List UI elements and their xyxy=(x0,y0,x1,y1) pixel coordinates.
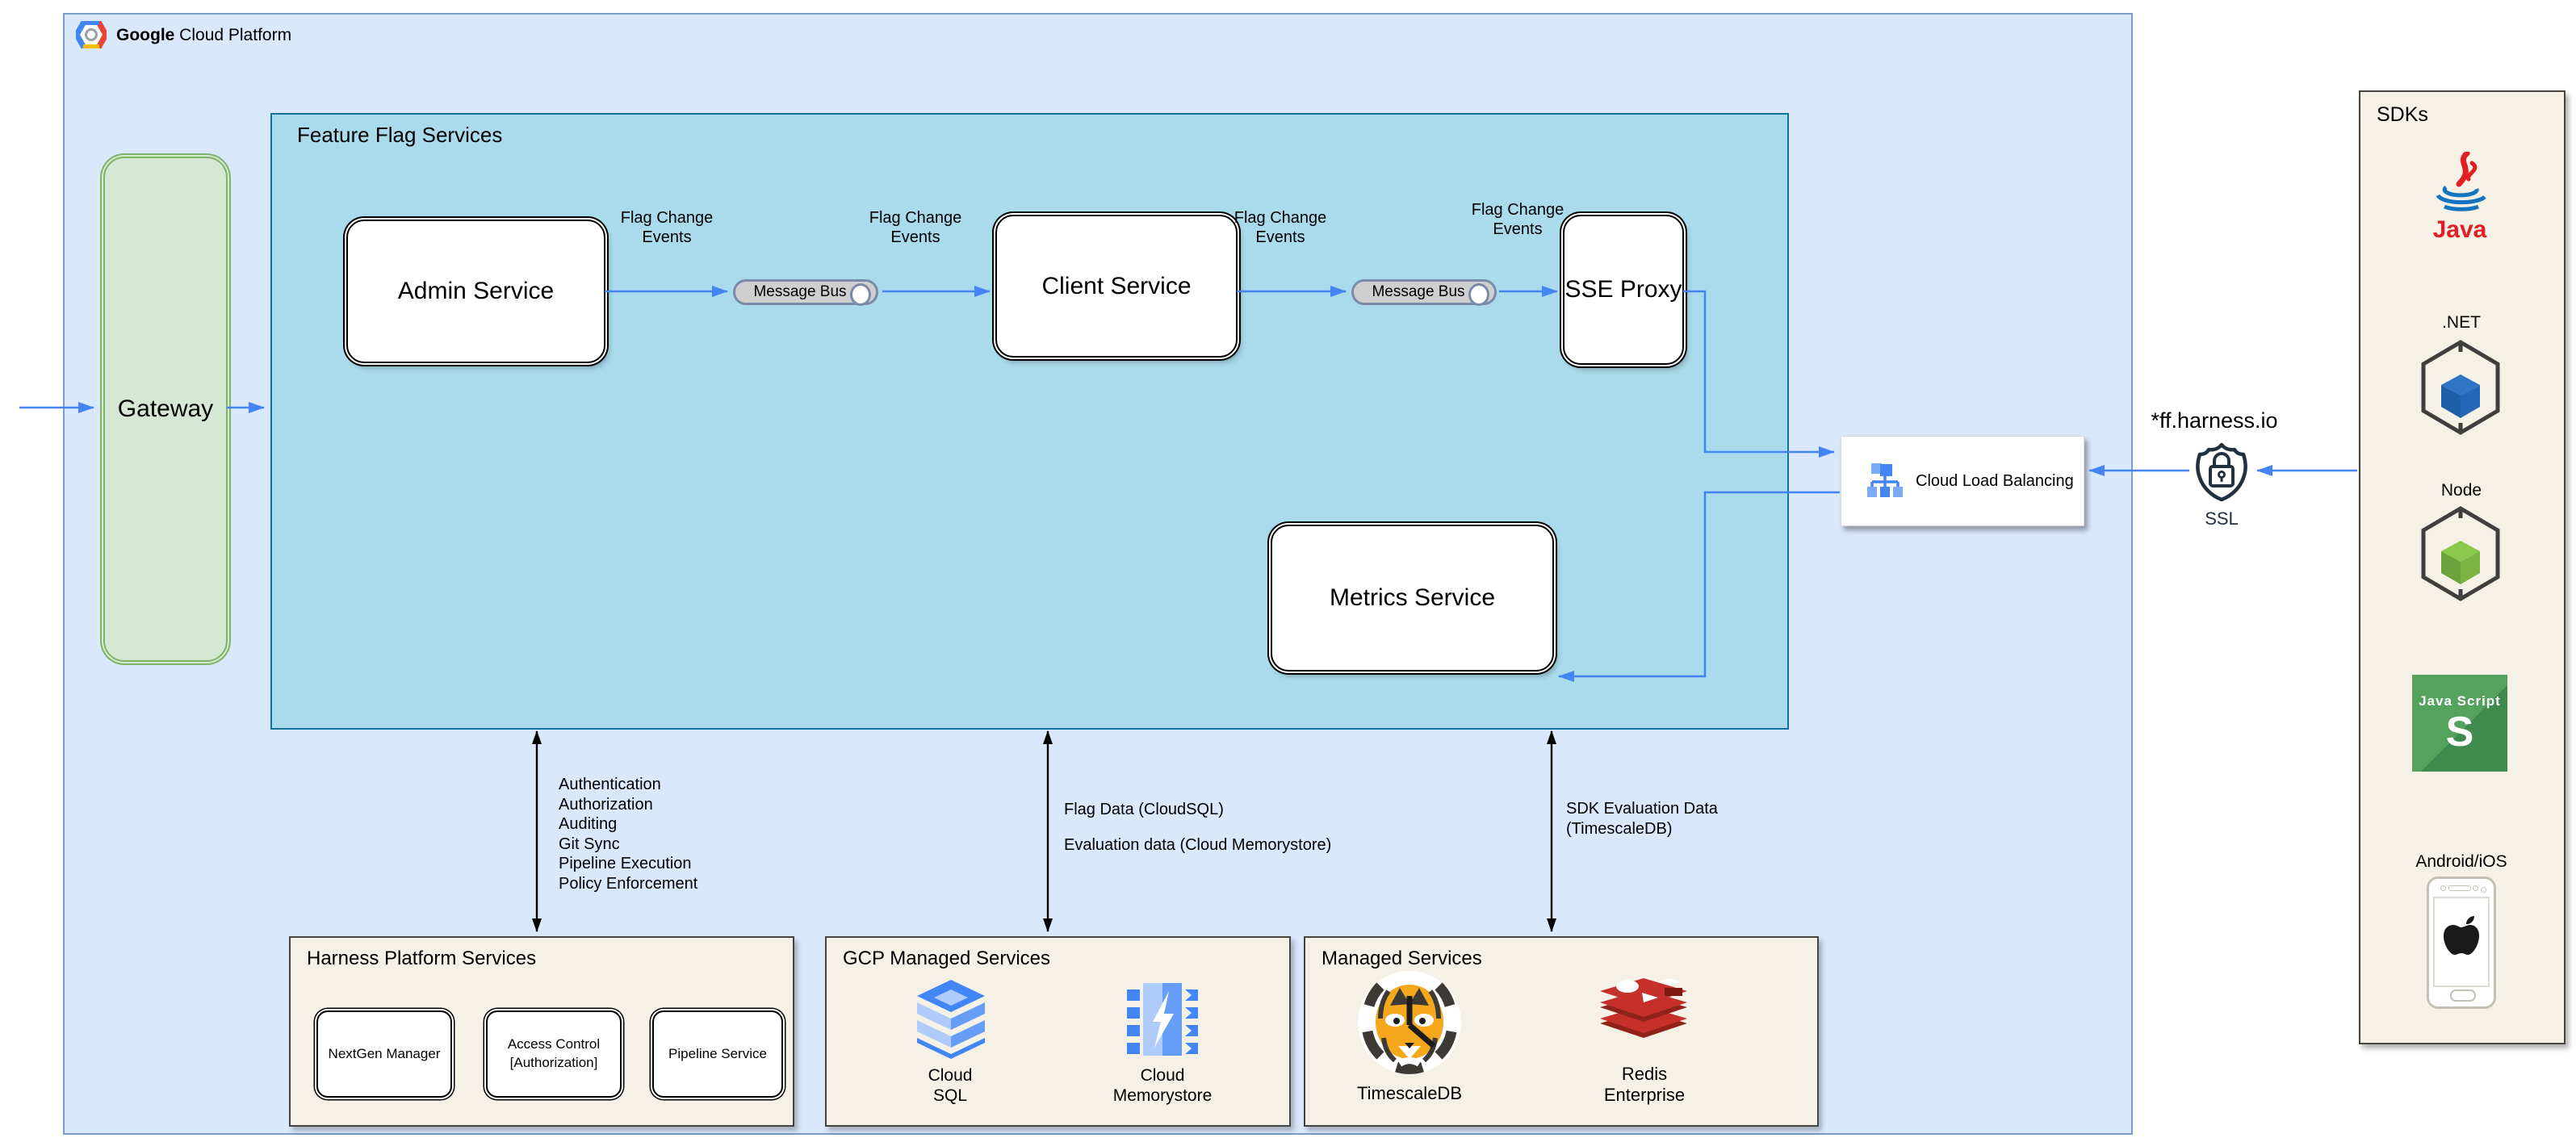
annotation-line: SDK Evaluation Data xyxy=(1566,800,1718,818)
annotation-line: (TimescaleDB) xyxy=(1566,820,1673,838)
sdks-title: SDKs xyxy=(2377,103,2428,126)
client-service-label: Client Service xyxy=(1041,272,1192,299)
admin-service-node: Admin Service xyxy=(346,220,605,363)
annotation-line: Pipeline Execution xyxy=(559,855,692,872)
phone-home-button-icon xyxy=(2450,989,2476,1002)
node-cube-icon xyxy=(2421,506,2500,601)
cloud-load-balancing-node: Cloud Load Balancing xyxy=(1841,436,2084,526)
annotation-line: Git Sync xyxy=(559,835,620,853)
label-line: Redis xyxy=(1621,1064,1668,1084)
load-balancer-tree-icon xyxy=(1867,463,1903,497)
sdk-evaluation-annotation: SDK Evaluation Data (TimescaleDB) xyxy=(1566,799,1718,839)
pipeline-service-node: Pipeline Service xyxy=(652,1010,783,1098)
gcp-title-rest: Cloud Platform xyxy=(174,26,292,44)
label-line: SQL xyxy=(932,1086,968,1105)
message-bus-1-label: Message Bus xyxy=(753,283,847,300)
redis-stack-icon xyxy=(1600,978,1687,1038)
annotation-line: Authorization xyxy=(559,795,653,814)
harness-annotation-list: Authentication Authorization Auditing Gi… xyxy=(559,775,697,893)
phone-speaker-icon xyxy=(2448,885,2471,891)
timescaledb-tiger-icon xyxy=(1358,971,1461,1074)
node-label: Node xyxy=(2440,481,2482,500)
sse-proxy-node: SSE Proxy xyxy=(1563,215,1684,365)
evaluation-data-annotation: Evaluation data (Cloud Memorystore) xyxy=(1064,836,1332,854)
ssl-shield-lock-icon xyxy=(2196,442,2247,502)
cloud-memorystore-label: Cloud Memorystore xyxy=(1098,1065,1227,1106)
access-control-label: Access Control [Authorization] xyxy=(507,1036,601,1070)
redis-enterprise-label: Redis Enterprise xyxy=(1580,1064,1709,1106)
timescaledb-label: TimescaleDB xyxy=(1357,1083,1462,1103)
annotation-line: Auditing xyxy=(559,815,618,833)
javascript-letter: S xyxy=(2445,709,2474,755)
cylinder-cap-icon xyxy=(1468,283,1489,306)
feature-flag-services-title: Feature Flag Services xyxy=(297,123,503,147)
flag-data-annotation: Flag Data (CloudSQL) xyxy=(1064,801,1224,818)
client-service-node: Client Service xyxy=(995,215,1238,358)
flag-change-events-label-2: Flag Change Events xyxy=(869,209,962,246)
nextgen-manager-label: NextGen Manager xyxy=(328,1045,441,1061)
label-line: Cloud xyxy=(928,1066,973,1085)
gateway-label: Gateway xyxy=(117,395,214,422)
smartphone-icon xyxy=(2427,877,2496,1009)
phone-camera-icon xyxy=(2440,885,2446,891)
annotation-line: Authentication xyxy=(559,776,661,793)
android-ios-label: Android/iOS xyxy=(2415,852,2507,871)
dotnet-cube-icon xyxy=(2421,340,2500,435)
pipeline-service-label: Pipeline Service xyxy=(668,1045,767,1061)
ssl-label: SSL xyxy=(2205,508,2239,529)
gateway-node: Gateway xyxy=(103,157,228,662)
message-bus-1: Message Bus xyxy=(733,279,878,306)
metrics-service-node: Metrics Service xyxy=(1271,525,1554,672)
metrics-service-label: Metrics Service xyxy=(1329,584,1496,611)
cloud-memorystore-icon xyxy=(1127,983,1198,1056)
annotation-line: Policy Enforcement xyxy=(559,874,698,893)
flag-change-events-label-4: Flag Change Events xyxy=(1471,201,1564,238)
phone-sensor-icon xyxy=(2473,885,2478,891)
sse-proxy-label: SSE Proxy xyxy=(1564,276,1682,303)
gcp-title-bold: Google xyxy=(116,26,175,44)
phone-sensor-icon xyxy=(2481,887,2486,893)
javascript-wordmark: Java Script xyxy=(2419,693,2501,709)
cloud-sql-icon xyxy=(917,980,985,1059)
flag-change-events-label-3: Flag Change Events xyxy=(1234,209,1327,246)
harness-platform-services-title: Harness Platform Services xyxy=(307,948,537,969)
apple-logo-icon xyxy=(2444,916,2479,955)
cloud-sql-label: Cloud SQL xyxy=(898,1065,1003,1106)
access-control-node: Access Control [Authorization] xyxy=(486,1010,622,1098)
admin-service-label: Admin Service xyxy=(397,278,555,304)
label-line: Cloud xyxy=(1140,1066,1185,1085)
message-bus-2: Message Bus xyxy=(1351,279,1497,306)
phone-screen xyxy=(2433,897,2490,987)
message-bus-2-label: Message Bus xyxy=(1372,283,1465,300)
dotnet-label: .NET xyxy=(2442,313,2481,332)
gcp-managed-services-title: GCP Managed Services xyxy=(843,948,1051,969)
flag-change-events-label-1: Flag Change Events xyxy=(620,209,714,246)
google-cloud-logo-icon xyxy=(76,21,107,48)
managed-services-title: Managed Services xyxy=(1322,948,1482,969)
gcp-panel-title: Google Cloud Platform xyxy=(116,26,291,45)
label-line: Memorystore xyxy=(1112,1086,1213,1105)
cloud-load-balancing-label: Cloud Load Balancing xyxy=(1916,471,2074,490)
cylinder-cap-icon xyxy=(850,283,871,306)
javascript-tile-icon: Java Script S xyxy=(2412,675,2507,772)
java-wordmark: Java xyxy=(2432,216,2487,243)
gcp-managed-services-group xyxy=(825,936,1291,1127)
label-line: Enterprise xyxy=(1603,1085,1686,1105)
harness-domain-label: *ff.harness.io xyxy=(2151,408,2278,433)
java-logo-icon xyxy=(2436,152,2486,211)
nextgen-manager-node: NextGen Manager xyxy=(316,1010,452,1098)
